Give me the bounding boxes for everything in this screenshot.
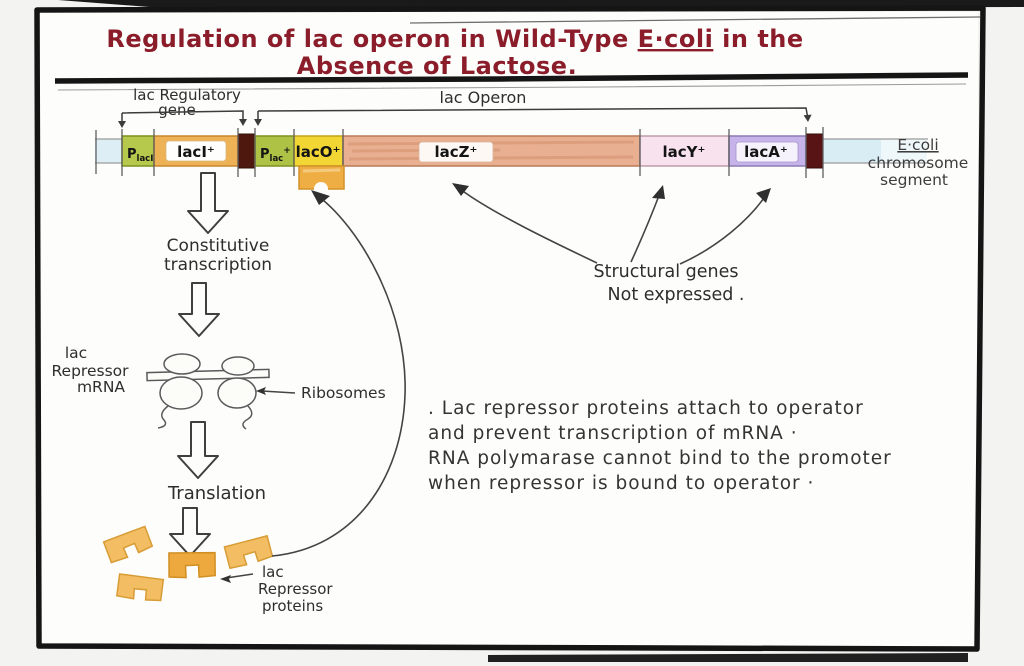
chromosome-note: E·coli chromosome segment (868, 136, 969, 189)
repressor-to-operator-arrow (271, 190, 406, 557)
ribosomes-pointer-line (261, 390, 296, 394)
chromosome-note-line1: E·coli (897, 136, 938, 154)
mrna-label-line3: mRNA (77, 378, 125, 396)
repressor-protein (168, 551, 216, 579)
arrowhead (652, 185, 665, 199)
pathway: Constitutive transcription lac Repressor… (51, 172, 386, 615)
mrna-label-line2: Repressor (51, 362, 129, 380)
chromosome-tail-fade (881, 139, 927, 163)
mrna-ribosomes-drawing (146, 353, 270, 430)
down-arrow-3 (177, 421, 219, 479)
label-promoter-lac: Plac+ (260, 146, 291, 164)
repressor-protein (115, 573, 165, 602)
repressor-protein (102, 525, 154, 564)
label-gene-lacZ: lacZ⁺ (435, 143, 478, 161)
label-gene-lacY: lacY⁺ (663, 143, 706, 161)
repressor-proteins (102, 525, 274, 602)
regulatory-gene-bracket: lac Regulatory gene (118, 86, 247, 128)
translation-label: Translation (167, 483, 266, 504)
segment-promoter-lac (254, 135, 295, 167)
arrowhead (311, 190, 330, 205)
regulatory-gene-label-line1: lac Regulatory (133, 86, 241, 104)
page-title-line1: Regulation of lac operon in Wild-Type E·… (106, 25, 803, 53)
segment-spacer-1 (237, 133, 256, 169)
lacz-label-plate (418, 141, 494, 163)
repressor-on-operator (298, 165, 345, 196)
page-title-line2: Absence of Lactose. (297, 52, 577, 80)
proteins-pointer-arrowhead (220, 575, 231, 583)
laca-label-plate (735, 141, 799, 163)
proteins-label-line3: proteins (262, 597, 323, 615)
label-operator-lacO: lacO⁺ (296, 143, 341, 161)
frame (34, 5, 986, 652)
constitutive-label-line1: Constitutive (167, 236, 270, 256)
proteins-label-line1: lac (262, 563, 284, 581)
lac-operon-bracket: lac Operon (254, 88, 812, 126)
down-arrow-4 (169, 507, 211, 557)
arrowhead (452, 183, 469, 196)
chromosome-note-line3: segment (880, 171, 948, 189)
proteins-label-line2: Repressor (258, 580, 333, 598)
structural-genes-line2: Not expressed . (608, 285, 745, 305)
ribosomes-pointer-arrowhead (256, 387, 266, 395)
label-promoter-lacI: PlacI (127, 147, 153, 164)
title: Regulation of lac operon in Wild-Type E·… (106, 25, 803, 80)
title-separator (54, 72, 969, 84)
constitutive-label-line2: transcription (164, 255, 272, 275)
lac-operon-label: lac Operon (440, 88, 527, 107)
segment-spacer-2 (805, 133, 824, 169)
note-line2: and prevent transcription of mRNA · (428, 423, 798, 444)
gene-map: PlacI lacI⁺ Plac+ lacO⁺ lacZ⁺ lacY⁺ lacA… (95, 127, 928, 196)
note-line1: . Lac repressor proteins attach to opera… (428, 398, 864, 419)
down-arrow-1 (187, 172, 229, 234)
laci-label-plate (165, 140, 227, 162)
label-gene-lacA: lacA⁺ (744, 143, 788, 161)
down-arrow-2 (178, 282, 220, 337)
photo-bottom-edge (488, 653, 968, 662)
note-line4: when repressor is bound to operator · (428, 473, 814, 494)
mrna-label-line1: lac (65, 344, 87, 362)
segment-ticks (95, 127, 824, 178)
note-line3: RNA polymarase cannot bind to the promot… (428, 448, 892, 469)
chromosome-tail (823, 139, 881, 163)
arrowhead (756, 188, 771, 203)
ribosomes-label: Ribosomes (301, 384, 386, 402)
structural-genes-annotation: Structural genes Not expressed . (452, 183, 771, 305)
repressor-protein (223, 534, 274, 570)
proteins-pointer-line (225, 573, 254, 579)
regulatory-gene-label-line2: gene (158, 101, 196, 119)
note-text: . Lac repressor proteins attach to opera… (428, 398, 892, 494)
chromosome-note-line2: chromosome (868, 154, 969, 172)
chromosome-lead (95, 139, 122, 163)
label-gene-lacI: lacI⁺ (177, 143, 215, 161)
structural-genes-line1: Structural genes (593, 262, 738, 282)
